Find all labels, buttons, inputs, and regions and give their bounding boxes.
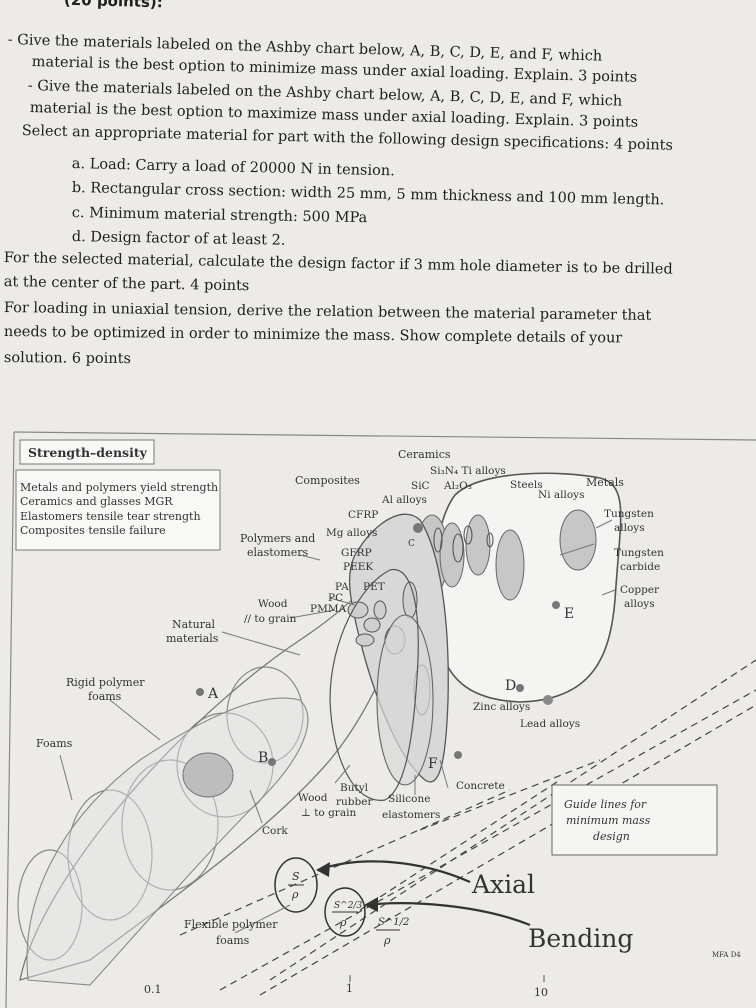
chart-frame — [5, 431, 756, 1008]
index-bending-den: ρ — [339, 916, 347, 929]
label-pet: PET — [363, 581, 385, 593]
label-copper-2: alloys — [624, 598, 655, 610]
legend-box — [15, 469, 221, 551]
point-e: E — [552, 601, 574, 622]
x-tick-0: 0.1 — [144, 983, 162, 996]
index-bending-circle — [324, 887, 366, 937]
point-a-label: A — [207, 686, 219, 702]
label-wood-perp: Wood — [298, 792, 328, 804]
label-mg-alloys: Mg alloys — [326, 527, 377, 539]
point-f-label: F — [428, 756, 438, 772]
index-bending-num: S^2/3 — [334, 901, 362, 911]
label-gfrp: GFRP — [341, 547, 372, 559]
corner-mark: MFA D4 — [712, 951, 741, 959]
ceramic-small-ovals — [433, 525, 494, 563]
point-c: C — [408, 523, 423, 549]
label-flexible-foam-2: foams — [216, 934, 250, 947]
rigid-foam-blob — [182, 752, 234, 798]
guide-arrows — [317, 860, 531, 927]
label-steels: Steels — [510, 479, 543, 491]
guide-axial: Axial — [471, 870, 535, 899]
label-butyl-2: rubber — [336, 796, 373, 808]
label-pmma: PMMA — [310, 603, 347, 615]
foams-envelope — [26, 697, 309, 986]
label-cfrp: CFRP — [348, 509, 378, 521]
label-silicone: Silicone — [388, 793, 430, 805]
foam-bubbles — [17, 666, 304, 961]
point-b-label: B — [258, 750, 268, 766]
legend-line-3: Elastomers tensile tear strength — [20, 510, 201, 523]
label-tungsten-alloys: Tungsten — [604, 508, 654, 520]
label-si3n4: Si₃N₄ Ti alloys — [430, 465, 506, 477]
label-ceramics: Ceramics — [398, 448, 451, 461]
label-tungsten-carbide: Tungsten — [614, 547, 664, 559]
guide-title-1: Guide lines for — [564, 798, 647, 811]
label-tungsten-alloys-2: alloys — [614, 522, 645, 534]
index-axial-num: S — [292, 870, 300, 883]
legend-line-4: Composites tensile failure — [20, 524, 166, 537]
legend-line-2: Ceramics and glasses MGR — [20, 495, 173, 508]
point-d-dot-2 — [543, 695, 553, 705]
elastomer-envelope — [376, 614, 434, 786]
label-wood-perp-2: ⊥ to grain — [301, 807, 356, 819]
point-e-label: E — [564, 606, 574, 622]
arrow-head-bending — [364, 897, 378, 912]
label-ni-alloys: Ni alloys — [538, 489, 585, 501]
point-a: A — [196, 686, 219, 702]
legend-line-1: Metals and polymers yield strength — [20, 481, 218, 494]
guide-title-2: minimum mass — [566, 814, 651, 827]
label-foams: Foams — [36, 737, 73, 750]
guide-title-3: design — [593, 830, 630, 843]
point-b: B — [258, 750, 276, 766]
label-wood-parallel: Wood — [258, 598, 288, 610]
label-wood-grain: // to grain — [244, 613, 297, 625]
chart-title: Strength–density — [28, 445, 148, 460]
x-tick-1: 1 — [346, 982, 353, 995]
label-rigid-foam-2: foams — [88, 690, 122, 703]
index-plate-den: ρ — [383, 934, 391, 947]
point-f: F — [428, 751, 462, 772]
label-silicone-2: elastomers — [382, 809, 440, 821]
label-composites: Composites — [295, 474, 360, 487]
label-natural-2: materials — [166, 632, 219, 645]
chart-title-box — [19, 439, 155, 465]
label-pa: PA — [335, 581, 349, 593]
index-axial-circle — [274, 857, 318, 913]
polymers-envelope — [329, 569, 419, 801]
label-al2o3: Al₂O₃ — [443, 480, 472, 492]
label-polymers: Polymers and — [240, 532, 315, 545]
label-flexible-foam: Flexible polymer — [184, 918, 278, 931]
metals-envelope — [432, 472, 622, 703]
x-tick-2: 10 — [534, 986, 548, 999]
label-tungsten-carbide-2: carbide — [620, 561, 660, 573]
label-lead: Lead alloys — [520, 718, 580, 730]
label-sic: SiC — [411, 480, 430, 492]
arrow-head-axial — [316, 862, 330, 877]
index-axial-den: ρ — [291, 888, 299, 901]
guide-box — [551, 784, 718, 856]
label-concrete: Concrete — [456, 780, 505, 792]
guide-bending: Bending — [528, 924, 633, 953]
label-al-alloys: Al alloys — [381, 494, 427, 506]
label-zinc: Zinc alloys — [473, 701, 530, 713]
point-c-label: C — [408, 539, 415, 549]
label-polymers-2: elastomers — [247, 546, 308, 559]
point-d-label: D — [505, 678, 516, 694]
label-cork: Cork — [262, 825, 288, 837]
label-rigid-foam: Rigid polymer — [66, 676, 145, 689]
label-butyl: Butyl — [340, 782, 369, 794]
label-pc: PC — [328, 592, 343, 604]
leader-lines — [59, 519, 616, 934]
index-plate-num: S^1/2 — [378, 917, 409, 928]
label-copper: Copper — [620, 584, 660, 596]
point-d: D — [505, 678, 524, 694]
label-natural: Natural — [172, 618, 216, 631]
label-peek: PEEK — [343, 561, 373, 573]
label-metals: Metals — [586, 476, 624, 489]
